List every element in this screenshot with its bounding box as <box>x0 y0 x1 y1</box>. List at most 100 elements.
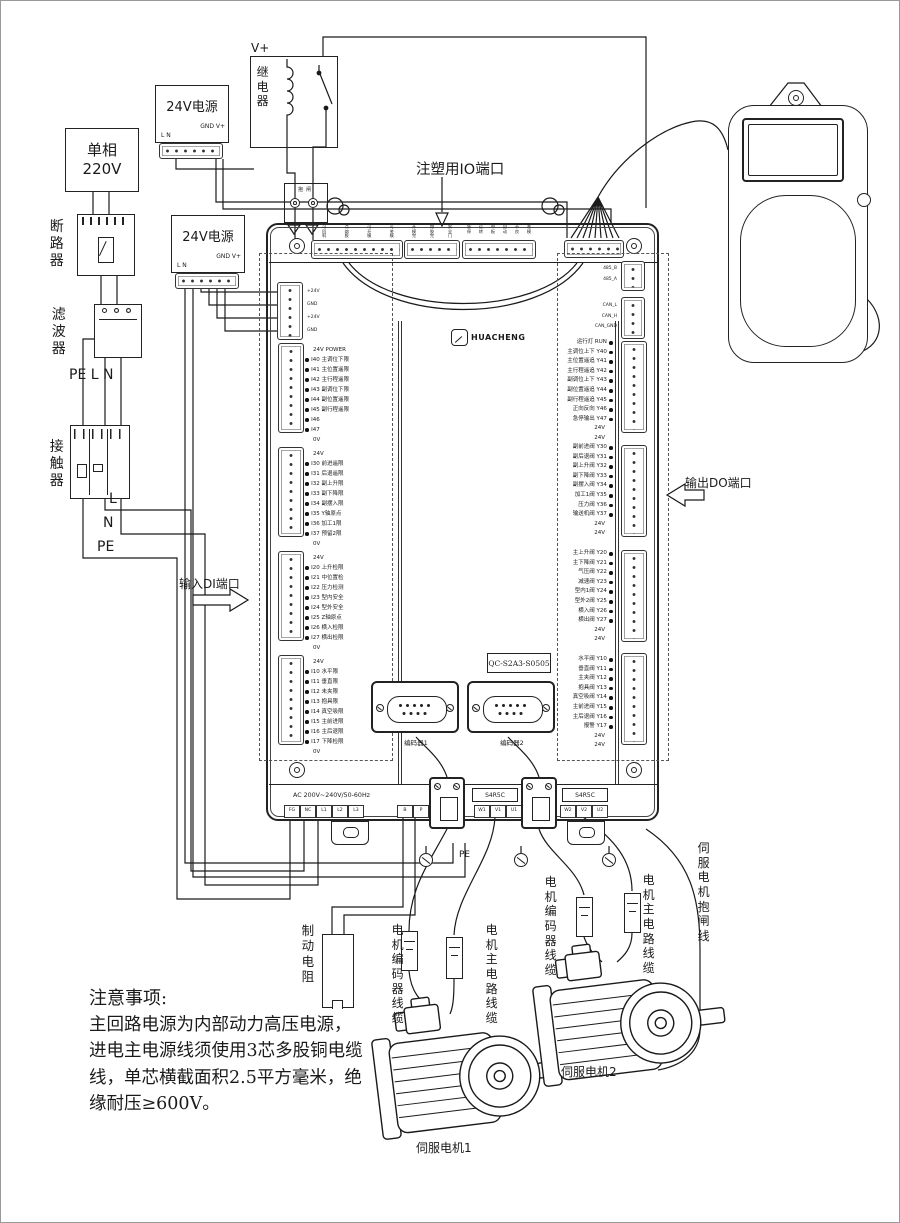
mains-line1: 单相 <box>86 140 117 159</box>
do-row-item: 主行程遥追 Y42 <box>527 367 613 377</box>
psu1-terminal-strip <box>159 143 223 159</box>
do-row-item: 减速阀 Y23 <box>527 578 613 588</box>
filter-label: 滤波器 <box>51 307 66 358</box>
pinlab-item: +24V <box>307 289 320 294</box>
db9-socket-icon <box>387 696 447 723</box>
do-row-item: 主上升阀 Y20 <box>527 549 613 559</box>
cable-connector-icon <box>576 897 593 937</box>
do-connector-4 <box>621 653 647 745</box>
motor1-power-cable-label: 电机主电路线缆 <box>485 923 498 1025</box>
io-strip2-labels: 开模完熔胶完安全门 <box>405 224 459 239</box>
contactor-terminals <box>74 429 126 439</box>
di-connector-2 <box>278 447 304 537</box>
cell-item: U1 <box>506 805 522 818</box>
encoder-port-1 <box>371 681 459 733</box>
io-port-label: 注塑用IO端口 <box>416 162 505 178</box>
di-row-item: I37 预留2限 <box>305 529 391 539</box>
relay-label: 继电器 <box>256 65 269 109</box>
mount-hole-bl <box>289 762 305 778</box>
psu2-out-label: GND V+ <box>216 253 241 260</box>
do-row-item: 主调位上下 Y40 <box>527 348 613 358</box>
brand-logo: HUACHENG <box>451 329 525 346</box>
io-strip1-labels: 可回料点熔胶可开模可关模 <box>313 224 403 239</box>
di-row-item: I35 Y轴原点 <box>305 509 391 519</box>
di-row-item: 24V <box>313 451 324 457</box>
di-row-item: I34 副摆入限 <box>305 499 391 509</box>
encoder2-label: 编码器2 <box>500 739 524 747</box>
di-row-item: 24V <box>313 555 324 561</box>
pendant-screen-inner <box>748 124 838 176</box>
di-row-item: 24V POWER <box>313 347 346 353</box>
vlab-item: 可关模 <box>389 224 394 239</box>
do-row-item: 主位置遥追 Y41 <box>527 357 613 367</box>
encoder1-label: 编码器1 <box>404 739 428 747</box>
plug-pins-icon <box>440 797 458 821</box>
notes-lines: 主回路电源为内部动力高压电源，进电主电源线须使用3芯多股铜电缆线，单芯横截面积2… <box>89 1012 434 1117</box>
io-strip3-connector <box>462 240 536 259</box>
brake-resistor-notch <box>332 999 343 1009</box>
servo-brake-line-label: 伺服电机抱闸线 <box>697 841 710 943</box>
do-row-item: 压力阀 Y36 <box>527 501 613 511</box>
vlab-item: 点熔胶 <box>344 224 349 239</box>
vlab-item: 急停 <box>466 224 472 234</box>
do-row-item: 输送机阀 Y37 <box>527 510 613 520</box>
di-port-label: 输入DI端口 <box>179 577 240 591</box>
di-row-item: I43 副调位下限 <box>305 385 391 395</box>
top-panel-arc <box>342 262 584 311</box>
di-row-item: I32 副上升限 <box>305 479 391 489</box>
pendant-hang-hole <box>788 90 804 106</box>
do-row-item: 主下降阀 Y21 <box>527 559 613 569</box>
psu-wiring <box>175 159 612 878</box>
brake-resistor-label: 制动电阻 <box>301 923 315 984</box>
psu2-terminal-strip <box>175 273 239 289</box>
di-row-item: 0V <box>313 437 321 443</box>
do-row-item: 正向反向 Y46 <box>527 405 613 415</box>
di-row-item: I26 横入检限 <box>305 623 391 633</box>
do-connector-2 <box>621 445 647 537</box>
line-n-label: N <box>103 515 114 531</box>
di-dashed-box <box>259 253 393 761</box>
db9-socket-icon <box>483 696 543 723</box>
do-row-item: 加工1阀 Y35 <box>527 491 613 501</box>
pinlab-item: +24V <box>307 315 320 320</box>
screw-icon <box>542 704 550 712</box>
commlab-item: CAN_H <box>601 313 617 319</box>
di-connector-4 <box>278 655 304 745</box>
cell-item: L1 <box>316 805 332 818</box>
di-row-item: I36 加工1限 <box>305 519 391 529</box>
cell-item: V2 <box>576 805 592 818</box>
di-row-item: I30 前进遥限 <box>305 459 391 469</box>
notes-title: 注意事项: <box>89 988 168 1009</box>
screw-icon <box>472 704 480 712</box>
motor1-label: 伺服电机1 <box>416 1141 472 1155</box>
do-row-item: 真空吸阀 Y14 <box>527 693 613 703</box>
do-row-item: 24V <box>594 425 605 432</box>
drive2-label-box: S4R5C <box>562 788 608 802</box>
di-row-item: I42 主行程遥限 <box>305 375 391 385</box>
cell-item: W1 <box>474 805 490 818</box>
do-row-item: 24V <box>594 742 605 749</box>
di-row-item: I33 副下降限 <box>305 489 391 499</box>
vlab-item: 开模完 <box>411 224 417 239</box>
ac-rating-label: AC 200V~240V/50-60Hz <box>293 792 370 799</box>
mount-tab-left <box>331 821 369 845</box>
psu2-in-label: L N <box>177 262 187 269</box>
do-row-item: 副行程遥追 Y45 <box>527 396 613 406</box>
di-connector-1 <box>278 343 304 433</box>
di-row-item: 0V <box>313 749 321 755</box>
di-port-arrow <box>192 587 250 613</box>
contactor-label: 接触器 <box>49 439 64 490</box>
di-row-item: I12 未夹限 <box>305 687 391 697</box>
notes-block: 注意事项: 主回路电源为内部动力高压电源，进电主电源线须使用3芯多股铜电缆线，单… <box>89 985 434 1117</box>
do-row-item: 运行灯 RUN <box>527 338 613 348</box>
cell-item: P <box>413 805 429 818</box>
commlab-item: CAN_GND <box>594 324 617 329</box>
